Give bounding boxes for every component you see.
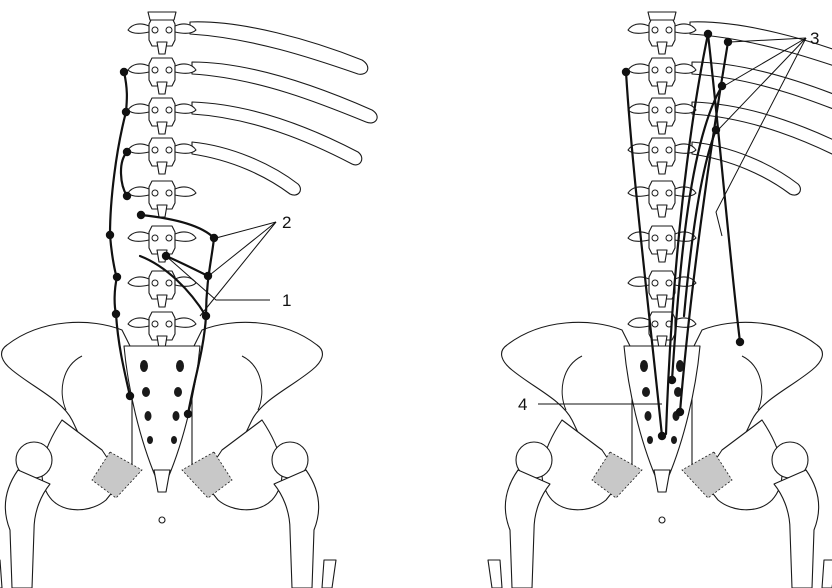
callout-label-3: 3 [810, 29, 819, 48]
left-pelvis [0, 322, 336, 588]
right-pelvis [488, 322, 832, 588]
right-line-f [708, 34, 740, 342]
right-skeleton [488, 12, 832, 588]
left-skeleton [0, 12, 377, 588]
callout-label-4: 4 [518, 395, 527, 414]
left-short-muscle-line [121, 152, 127, 196]
left-spine [128, 12, 196, 348]
left-ribs [190, 22, 377, 195]
callout-label-1: 1 [282, 291, 291, 310]
callout-label-2: 2 [282, 213, 291, 232]
